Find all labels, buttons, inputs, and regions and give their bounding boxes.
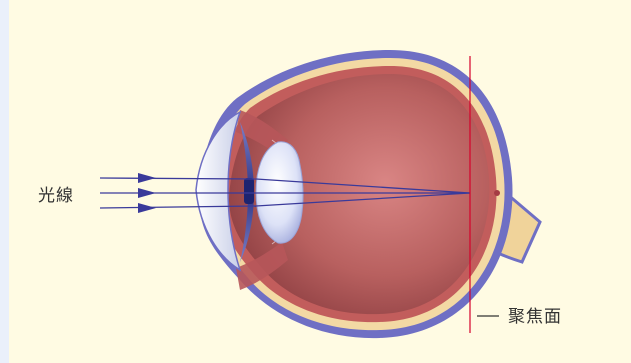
light-label: 光線 xyxy=(38,181,74,206)
fovea xyxy=(494,190,500,196)
pupil xyxy=(244,178,254,204)
focal-plane-label: 聚焦面 xyxy=(508,302,562,327)
